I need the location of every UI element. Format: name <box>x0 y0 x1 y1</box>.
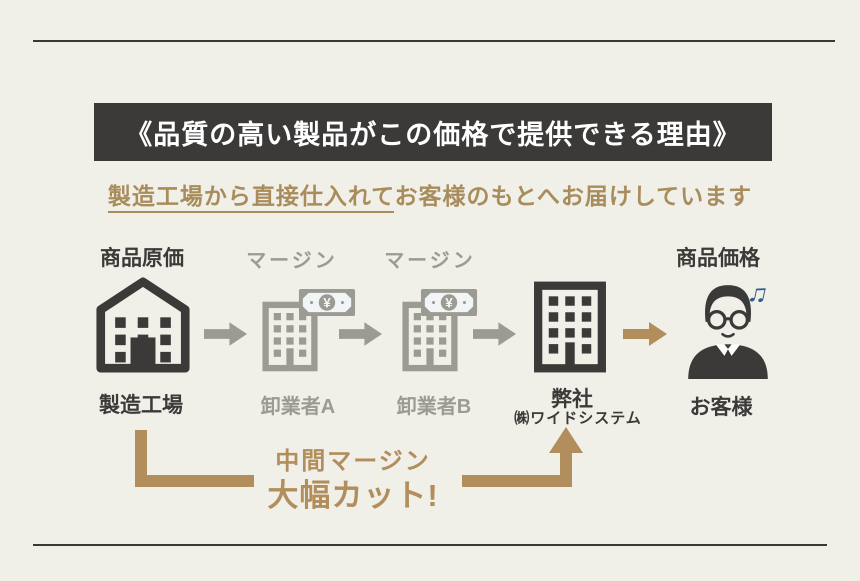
money-icon: ¥ <box>298 288 356 317</box>
company-building-icon <box>534 281 606 373</box>
callout-line1: 中間マージン <box>275 448 431 475</box>
factory-label: 製造工場 <box>99 394 183 417</box>
arrow-right-icon <box>473 322 516 346</box>
margin-label-b: マージン <box>384 250 476 272</box>
arrow-up-icon <box>549 427 583 453</box>
callout-line2: 大幅カット! <box>267 478 439 513</box>
company-label: 弊社 <box>551 388 593 411</box>
wholesaler-b-label: 卸業者B <box>396 396 472 418</box>
company-name-label: ㈱ワイドシステム <box>514 410 642 427</box>
bottom-divider <box>33 544 827 546</box>
music-note-icon: ♫ <box>745 276 771 310</box>
subtitle: 製造工場から直接仕入れてお客様のもとへお届けしています <box>0 177 860 213</box>
arrow-right-icon <box>204 322 247 346</box>
cut-bracket-right-horizontal <box>462 475 572 487</box>
svg-text:♫: ♫ <box>745 276 771 310</box>
customer-label: お客様 <box>689 396 753 419</box>
arrow-right-gold-icon <box>623 322 667 346</box>
yen-symbol: ¥ <box>323 295 331 310</box>
wholesaler-a-label: 卸業者A <box>260 396 336 418</box>
factory-icon <box>96 277 190 373</box>
cut-bracket-right-vertical <box>560 450 572 487</box>
cost-label: 商品原価 <box>100 247 184 270</box>
yen-symbol: ¥ <box>445 295 453 310</box>
top-divider <box>33 40 835 42</box>
arrow-right-icon <box>339 322 382 346</box>
money-icon: ¥ <box>420 288 478 317</box>
customer-person-icon <box>688 285 768 379</box>
title-banner: 《品質の高い製品がこの価格で提供できる理由》 <box>94 103 772 161</box>
cut-bracket-left-vertical <box>135 430 147 487</box>
subtitle-rest: お客様のもとへお届けしています <box>394 183 753 209</box>
subtitle-underlined: 製造工場から直接仕入れて <box>107 183 395 213</box>
cut-bracket-left-horizontal <box>135 475 254 487</box>
price-label: 商品価格 <box>676 247 760 270</box>
page-title: 《品質の高い製品がこの価格で提供できる理由》 <box>125 119 741 150</box>
margin-label-a: マージン <box>246 250 338 272</box>
